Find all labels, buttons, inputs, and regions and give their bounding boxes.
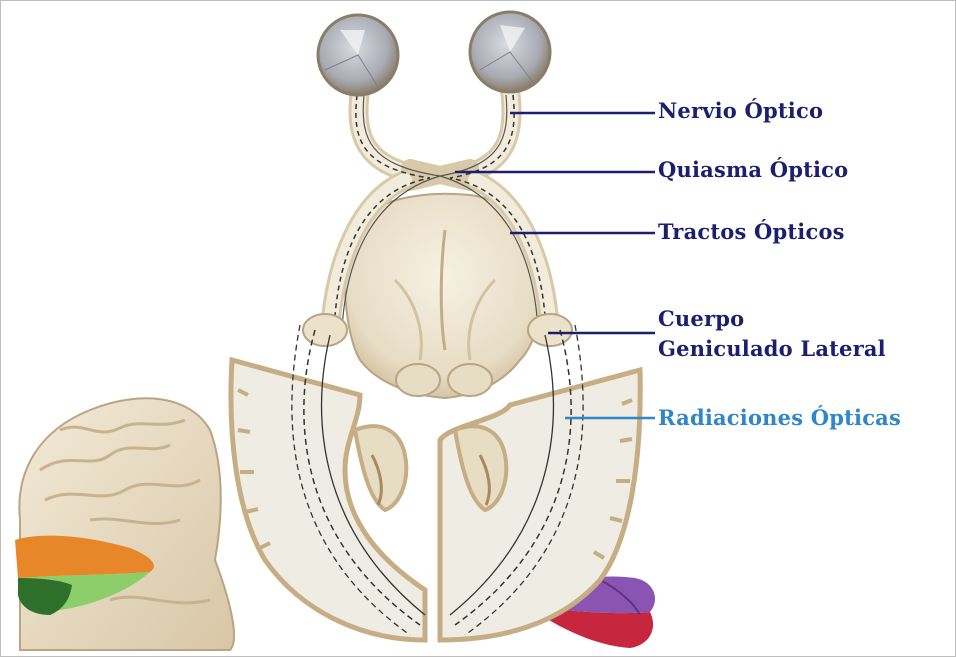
label-quiasma-optico: Quiasma Óptico	[658, 155, 848, 185]
label-nervio-optico: Nervio Óptico	[658, 96, 823, 126]
lgn-right	[528, 314, 572, 346]
label-cuerpo: Cuerpo	[658, 304, 744, 334]
lgn-left	[303, 314, 347, 346]
lateral-brain-view	[15, 398, 234, 650]
eyes	[318, 12, 550, 95]
label-geniculado-lateral: Geniculado Lateral	[658, 334, 886, 364]
coronal-brain-sections	[231, 360, 640, 640]
label-tractos-opticos: Tractos Ópticos	[658, 217, 845, 247]
label-radiaciones-opticas: Radiaciones Ópticas	[658, 403, 901, 433]
